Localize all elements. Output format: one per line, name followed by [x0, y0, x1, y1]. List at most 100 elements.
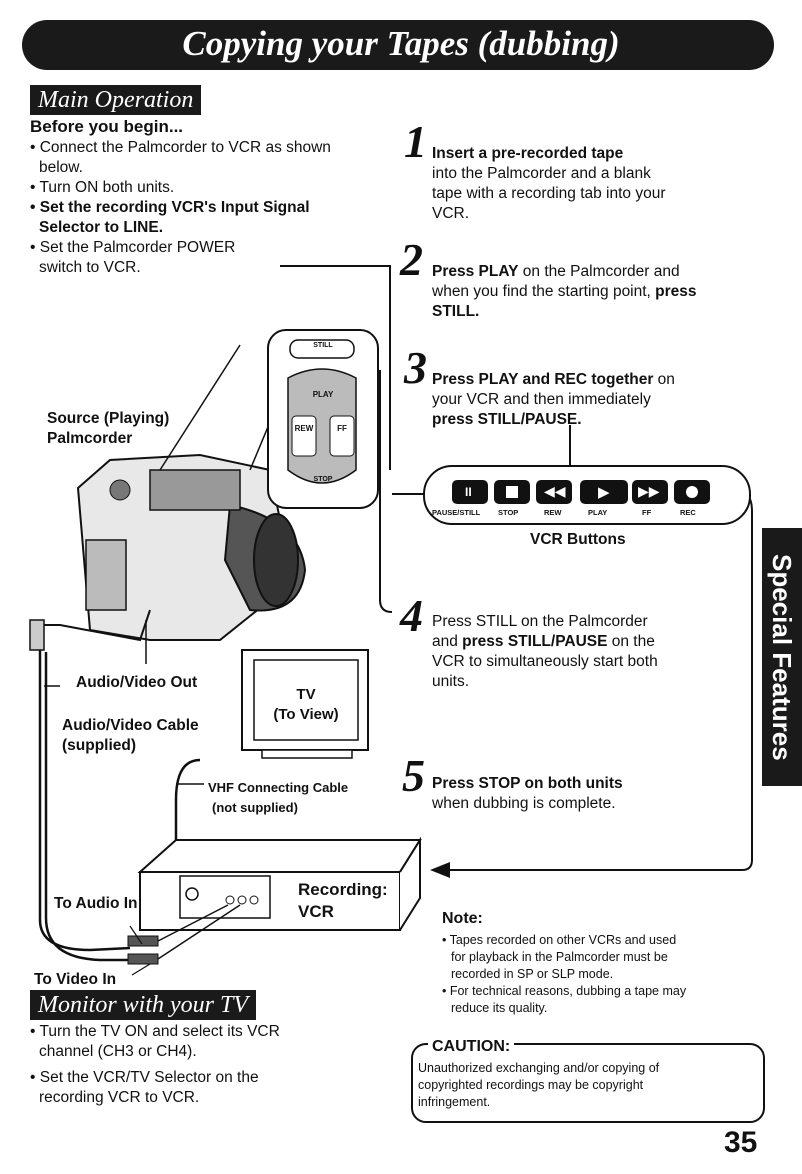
remote-still-label: STILL: [313, 342, 333, 349]
side-tab: [762, 528, 802, 786]
step-number-4: 4: [400, 590, 423, 641]
list-item: • Set the recording VCR's Input Signal: [30, 199, 310, 216]
remote-rew-label: REW: [294, 424, 314, 433]
step-2-text: when you find the starting point,: [432, 283, 656, 300]
remote-play-label: PLAY: [312, 390, 334, 399]
tv-illustration: [241, 649, 369, 759]
caution-line: copyrighted recordings may be copyright: [418, 1078, 644, 1092]
page-title: Copying your Tapes (dubbing): [182, 24, 620, 63]
vcr-pause-button: II: [452, 480, 488, 504]
step-5-bold: Press STOP on both units: [432, 775, 623, 792]
step-1-line: tape with a recording tab into your: [432, 185, 666, 202]
vcr-button-label: REC: [680, 508, 696, 517]
monitor-heading: Monitor with your TV: [30, 990, 257, 1020]
step-2-text: on the Palmcorder and: [518, 263, 680, 280]
list-item: Selector to LINE.: [39, 219, 164, 236]
before-you-begin-list: • Connect the Palmcorder to VCR as shown…: [30, 138, 400, 278]
note-title: Note:: [442, 910, 483, 927]
step-3-text: your VCR and then immediately: [432, 391, 651, 408]
note-line: • Tapes recorded on other VCRs and used: [442, 933, 677, 947]
step-4-bold: press STILL/PAUSE: [462, 633, 608, 650]
step-4-text: VCR to simultaneously start both: [432, 653, 658, 670]
list-item: • Turn ON both units.: [30, 179, 175, 196]
step-3: Press PLAY and REC together on your VCR …: [432, 370, 762, 430]
step-4-text: on the: [607, 633, 655, 650]
arrow-icon: [430, 862, 450, 878]
step-2: Press PLAY on the Palmcorder and when yo…: [432, 262, 772, 322]
step-3-text: on: [653, 371, 675, 388]
step-4-text: units.: [432, 673, 470, 690]
list-item: • Set the VCR/TV Selector on the: [30, 1069, 259, 1086]
list-item: channel (CH3 or CH4).: [39, 1043, 197, 1060]
note-line: reduce its quality.: [451, 1001, 548, 1015]
vcr-button-label: PLAY: [588, 508, 608, 517]
av-cable-label: (supplied): [62, 737, 137, 754]
step-2-bold: press: [655, 283, 697, 300]
caution-line: infringement.: [418, 1095, 491, 1109]
step-2-bold: Press PLAY: [432, 263, 519, 280]
vhf-cable-label: (not supplied): [212, 800, 298, 815]
av-cable-label: Audio/Video Cable: [62, 717, 199, 734]
step-number-2: 2: [400, 234, 423, 285]
vhf-cable: [174, 758, 201, 890]
before-you-begin-title: Before you begin...: [30, 117, 184, 136]
tv-label: TV: [296, 686, 316, 703]
vcr-rew-button: ◀◀: [536, 480, 572, 504]
vcr-button-label: REW: [544, 508, 562, 517]
step-3-bold: Press PLAY and REC together: [432, 371, 654, 388]
vcr-button-label: STOP: [498, 508, 519, 517]
list-item: below.: [39, 159, 83, 176]
step-1-line: Insert a pre-recorded tape: [432, 145, 624, 162]
step-number-3: 3: [404, 342, 427, 393]
step-1-line: into the Palmcorder and a blank: [432, 165, 651, 182]
source-label: Source (Playing): [47, 410, 170, 427]
recording-vcr-label: VCR: [298, 902, 334, 921]
audio-video-cable: [44, 652, 130, 962]
list-item: • Set the Palmcorder POWER: [30, 239, 236, 256]
flow-line: [379, 370, 393, 613]
to-audio-in-label: To Audio In: [54, 895, 138, 912]
list-item: • Turn the TV ON and select its VCR: [30, 1023, 280, 1040]
vcr-ff-button: ▶▶: [632, 480, 668, 504]
step-3-bold: press STILL/PAUSE.: [432, 411, 582, 428]
vcr-play-button: ▶: [580, 480, 628, 504]
step-5-text: when dubbing is complete.: [432, 795, 616, 812]
main-operation-heading: Main Operation: [30, 85, 202, 115]
vhf-cable-label: VHF Connecting Cable: [208, 780, 349, 795]
step-1-line: VCR.: [432, 205, 470, 222]
step-4-text: Press STILL on the Palmcorder: [432, 613, 648, 630]
page-number: 35: [724, 1126, 758, 1159]
vcr-button-label: PAUSE/STILL: [432, 508, 481, 517]
caution-box: [411, 1043, 765, 1123]
note-line: • For technical reasons, dubbing a tape …: [442, 984, 687, 998]
step-number-5: 5: [402, 750, 425, 801]
remote-stop-label: STOP: [313, 476, 333, 483]
vcr-buttons-title: VCR Buttons: [530, 531, 626, 548]
caution-line: Unauthorized exchanging and/or copying o…: [418, 1061, 660, 1075]
step-1: Insert a pre-recorded tape into the Palm…: [432, 144, 762, 224]
step-number-1: 1: [404, 116, 427, 167]
recording-vcr-label: Recording:: [298, 880, 388, 899]
step-5: Press STOP on both units when dubbing is…: [432, 774, 762, 814]
vcr-stop-button: [494, 480, 530, 504]
note-line: for playback in the Palmcorder must be: [451, 950, 668, 964]
caution-text: Unauthorized exchanging and/or copying o…: [418, 1060, 758, 1111]
av-out-label: Audio/Video Out: [76, 674, 198, 691]
tv-label: (To View): [273, 706, 339, 723]
remote-ff-label: FF: [337, 424, 347, 433]
note-line: recorded in SP or SLP mode.: [451, 967, 614, 981]
list-item: switch to VCR.: [39, 259, 141, 276]
vcr-rec-button: [674, 480, 710, 504]
to-video-in-label: To Video In: [34, 971, 117, 988]
recording-vcr-illustration: [127, 836, 422, 976]
vcr-button-label: FF: [642, 508, 652, 517]
list-item: • Connect the Palmcorder to VCR as shown: [30, 139, 331, 156]
side-tab-label: Special Features: [767, 553, 797, 761]
note-list: • Tapes recorded on other VCRs and used …: [442, 932, 762, 1017]
flow-line: [440, 495, 753, 871]
step-4: Press STILL on the Palmcorder and press …: [432, 612, 762, 692]
remote-closeup: [267, 329, 379, 509]
monitor-list: • Turn the TV ON and select its VCR chan…: [30, 1022, 390, 1108]
step-4-text: and: [432, 633, 463, 650]
